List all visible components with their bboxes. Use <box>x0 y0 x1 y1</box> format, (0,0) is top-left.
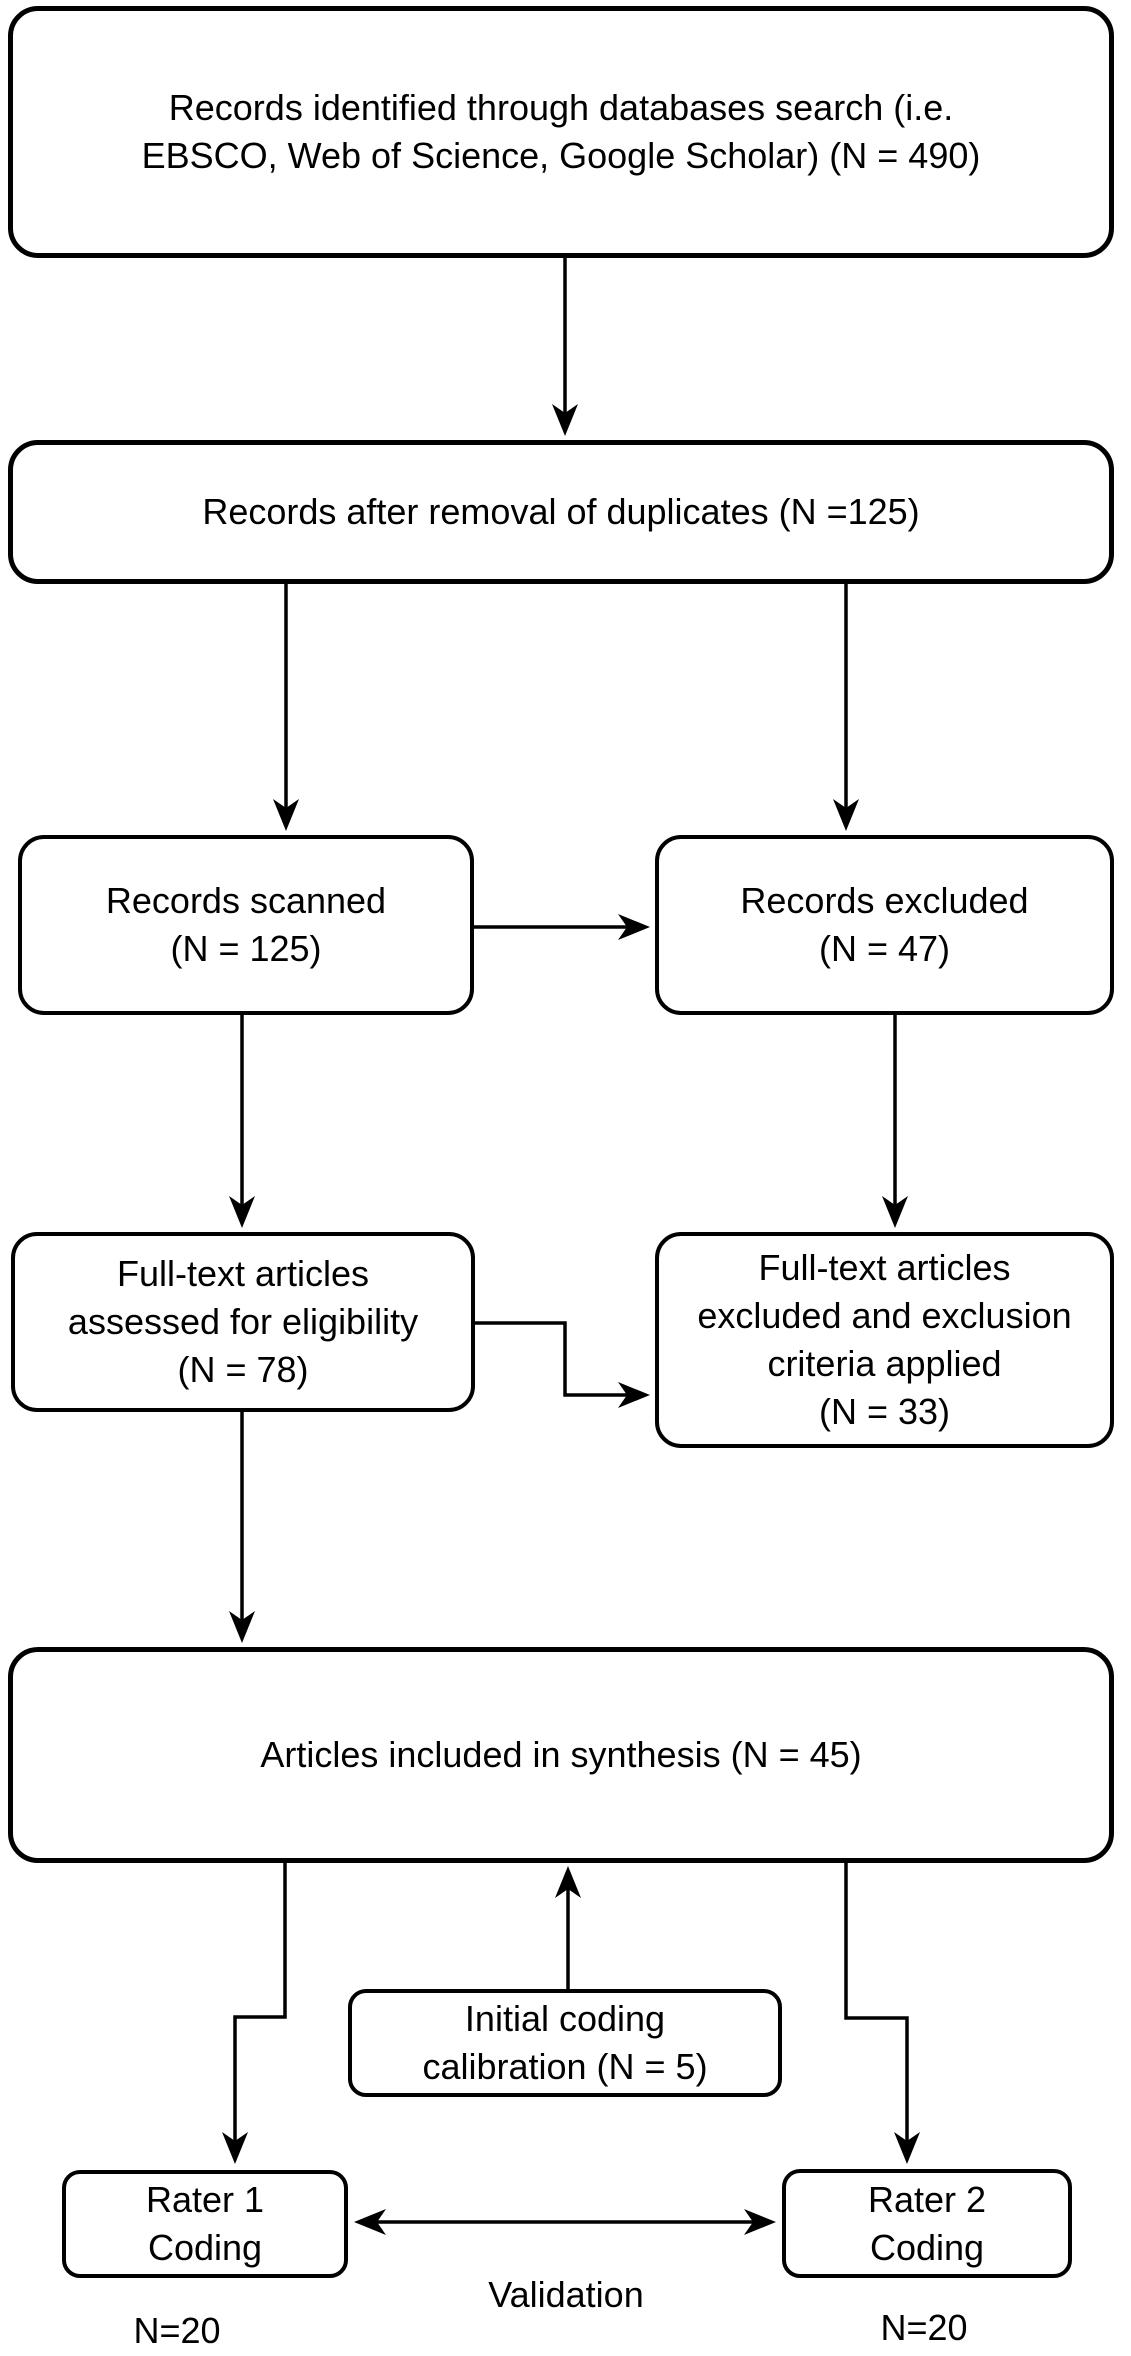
arrow-included-to-rater2 <box>844 1863 920 2164</box>
arrow-included-to-rater1 <box>222 1863 287 2164</box>
box-text-line: (N = 125) <box>170 928 322 969</box>
box-records-deduplicated: Records after removal of duplicates (N =… <box>8 440 1114 584</box>
box-text-line: Rater 1 <box>145 2179 265 2220</box>
box-fulltext-excluded: Full-text articles excluded and exclusio… <box>655 1232 1114 1448</box>
box-text-line: calibration (N = 5) <box>422 2046 708 2087</box>
arrow-rater1-rater2-validation <box>354 2209 776 2235</box>
arrow-fulltext-assessed-to-fulltext-excluded <box>475 1321 650 1408</box>
box-text-line: (N = 78) <box>177 1349 309 1390</box>
arrow-excluded-to-fulltext-excluded <box>882 1015 908 1228</box>
arrow-scanned-to-excluded <box>474 914 650 940</box>
box-records-scanned: Records scanned (N = 125) <box>18 835 474 1015</box>
arrow-scanned-to-fulltext-assessed <box>229 1015 255 1228</box>
box-text-line: Rater 2 <box>867 2178 987 2220</box>
box-text-line: Coding <box>869 2226 985 2268</box>
box-articles-included: Articles included in synthesis (N = 45) <box>8 1647 1114 1863</box>
box-text-line: Full-text articles <box>116 1253 370 1294</box>
arrow-identified-to-deduplicated <box>552 258 578 436</box>
label-rater2-count: N=20 <box>880 2307 968 2348</box>
arrow-deduplicated-to-scanned <box>273 584 299 831</box>
box-records-excluded: Records excluded (N = 47) <box>655 835 1114 1015</box>
box-text-line: (N = 47) <box>818 928 951 969</box>
box-fulltext-assessed: Full-text articles assessed for eligibil… <box>11 1232 475 1412</box>
box-text-line: criteria applied <box>767 1343 1002 1384</box>
box-text-line: Full-text articles <box>758 1247 1011 1288</box>
box-initial-calibration: Initial coding calibration (N = 5) <box>348 1989 782 2097</box>
box-text-line: Records scanned <box>105 880 387 921</box>
box-text-line: Records identified through databases sea… <box>168 87 954 128</box>
box-text-line: Articles included in synthesis (N = 45) <box>260 1734 862 1775</box>
box-text-line: (N = 33) <box>818 1391 951 1432</box>
box-text-line: Records excluded <box>740 880 1029 921</box>
label-validation: Validation <box>488 2274 644 2315</box>
box-text-line: EBSCO, Web of Science, Google Scholar) (… <box>141 135 981 176</box>
box-text-line: Records after removal of duplicates (N =… <box>202 491 920 532</box>
box-rater1-coding: Rater 1 Coding <box>62 2170 348 2278</box>
box-text-line: Initial coding <box>464 1998 666 2039</box>
box-text-line: excluded and exclusion <box>697 1295 1072 1336</box>
box-text-line: Coding <box>147 2227 263 2268</box>
box-text-line: assessed for eligibility <box>67 1301 419 1342</box>
arrow-calibration-to-included <box>555 1866 581 1989</box>
arrow-deduplicated-to-excluded <box>833 584 859 831</box>
label-rater1-count: N=20 <box>133 2310 221 2351</box>
arrow-fulltext-assessed-to-included <box>229 1412 255 1643</box>
box-rater2-coding: Rater 2 Coding <box>782 2169 1072 2278</box>
box-records-identified: Records identified through databases sea… <box>8 6 1114 258</box>
